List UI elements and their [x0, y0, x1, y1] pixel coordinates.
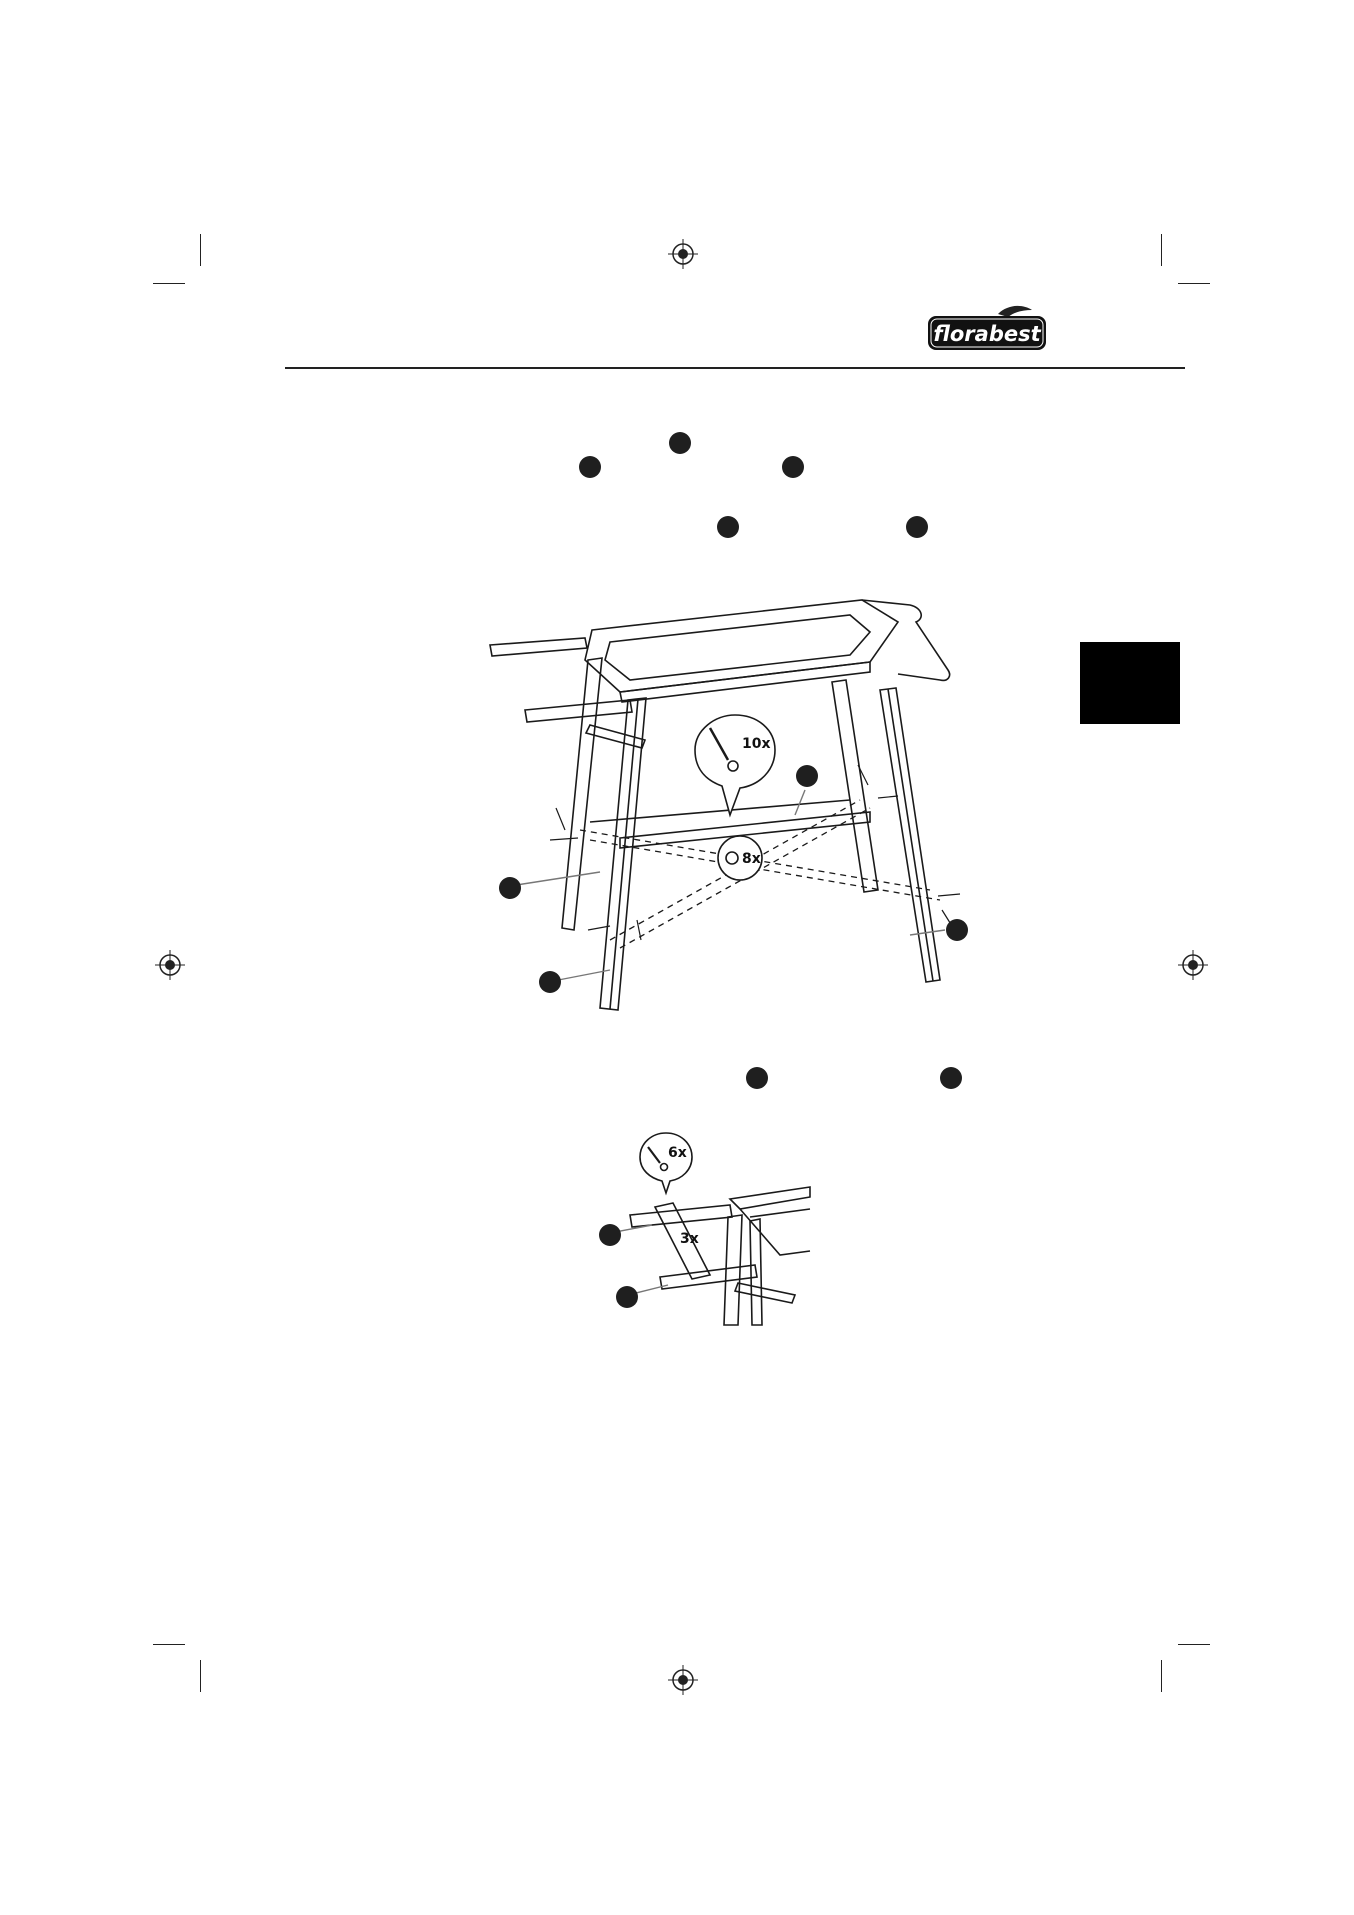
ref-dot [616, 1286, 638, 1308]
callout-bubble-nuts [717, 835, 763, 881]
crossbar-front [619, 811, 871, 849]
side-language-tab [1080, 642, 1180, 724]
slat-lower-left [524, 699, 633, 723]
brand-logo: florabest [928, 305, 1046, 350]
ref-bullet [940, 1067, 962, 1089]
nut-icon [659, 1162, 669, 1172]
callout-label-screws-detail: 6x [668, 1145, 687, 1161]
cross-brace-dashed [579, 799, 941, 949]
bracket [653, 1202, 712, 1280]
handle-right [861, 599, 951, 682]
ref-bullet [579, 456, 601, 478]
leg-front-right [879, 687, 941, 983]
screw-set [549, 764, 961, 941]
ref-dot [796, 765, 818, 787]
slat-upper-left [489, 637, 588, 657]
callout-bubble-screws-detail [639, 1132, 693, 1196]
registration-mark-left [155, 950, 185, 980]
header-rule [285, 367, 1185, 369]
rod [733, 1282, 797, 1304]
crop-mark-tl-v [200, 234, 201, 266]
ref-dot [599, 1224, 621, 1246]
detail-assembly-figure: 6x 3x [599, 1132, 811, 1326]
callout-bubble-screws [694, 714, 776, 818]
tray-rim [619, 661, 871, 703]
registration-mark-top [668, 239, 698, 269]
slat-lower [659, 1264, 758, 1290]
nut-icon-small [725, 851, 739, 865]
ref-dot [539, 971, 561, 993]
brand-logo-text: florabest [933, 322, 1041, 346]
tray-corner [728, 1186, 811, 1256]
main-assembly-figure: 10x 8x [489, 599, 968, 1011]
crop-mark-tr-h [1178, 283, 1210, 284]
crop-mark-bl-h [153, 1644, 185, 1645]
leg-left [723, 1214, 743, 1326]
ref-bullet [717, 516, 739, 538]
ref-bullet [746, 1067, 768, 1089]
ref-bullet [782, 456, 804, 478]
crop-mark-br-v [1161, 1660, 1162, 1692]
crossbar-back [589, 799, 851, 823]
leg-front-right-edge [887, 688, 934, 982]
leg-back-left [561, 657, 603, 931]
leg-back-right [831, 679, 879, 893]
leg-front-left-edge [609, 698, 639, 1010]
bolt-icon [708, 727, 730, 761]
leg-right [749, 1218, 763, 1326]
tray-inner [604, 614, 872, 681]
count-label-detail: 3x [680, 1231, 699, 1247]
ref-bullet [906, 516, 928, 538]
leader-lines [509, 789, 946, 983]
crop-mark-tr-v [1161, 234, 1162, 266]
registration-mark-right [1178, 950, 1208, 980]
slat-upper [629, 1204, 733, 1228]
ref-bullet [669, 432, 691, 454]
leg-front-left [599, 697, 647, 1011]
ref-dot [946, 919, 968, 941]
callout-label-screws: 10x [742, 736, 771, 752]
crop-mark-bl-v [200, 1660, 201, 1692]
callout-label-nuts: 8x [742, 851, 761, 867]
nut-icon [727, 760, 739, 772]
crop-mark-tl-h [153, 283, 185, 284]
crop-mark-br-h [1178, 1644, 1210, 1645]
bolt-icon [647, 1146, 661, 1164]
registration-mark-bottom [668, 1665, 698, 1695]
ref-dot [499, 877, 521, 899]
